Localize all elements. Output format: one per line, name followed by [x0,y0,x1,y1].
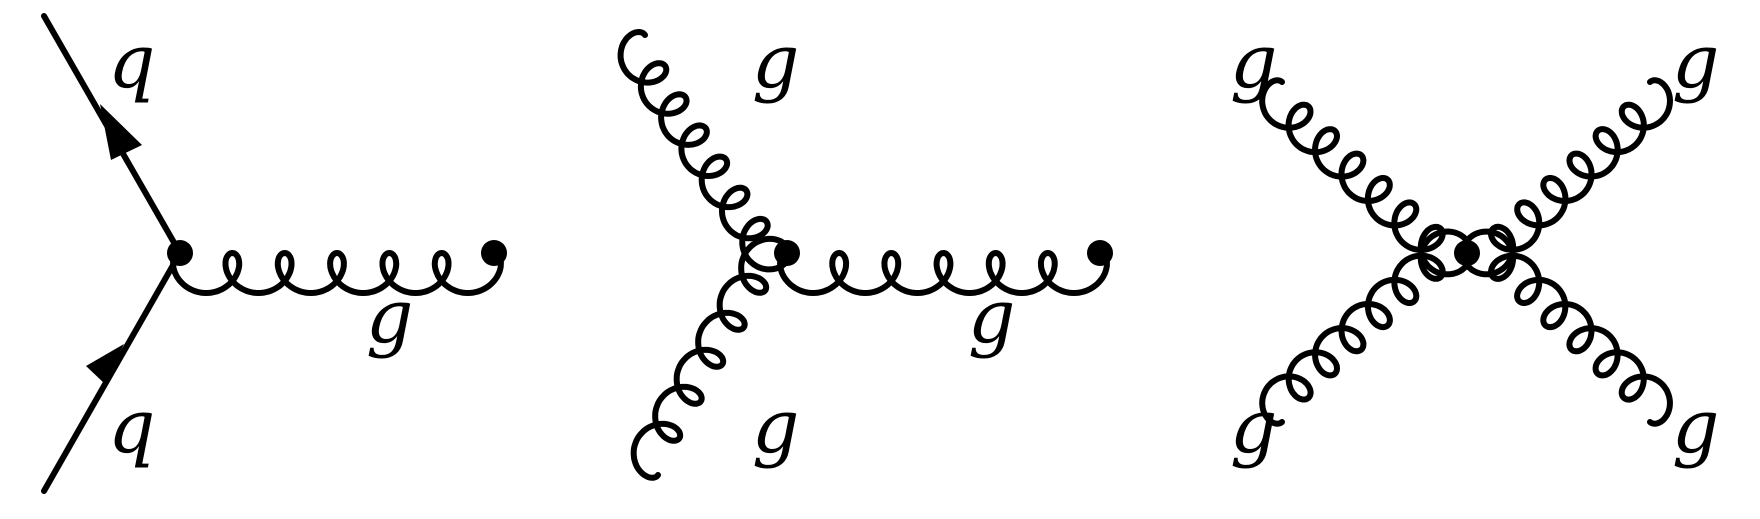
label-gluon-top-right: g [1672,19,1719,105]
label-gluon-top: g [752,19,799,105]
label-gluon: g [366,274,413,360]
gluon-line-upper-left [1259,77,1473,278]
vertex-dot [1454,240,1480,266]
vertex-dot [774,240,800,266]
gluon-line [170,250,504,296]
quark-gluon-vertex-diagram: q q g [41,13,507,494]
label-quark-bottom: q [108,384,155,470]
label-gluon-bottom-left: g [1230,384,1277,470]
endpoint-dot [1087,240,1113,266]
gluon-line-lower-left [630,235,791,481]
four-gluon-vertex-diagram: g g g g [1230,19,1719,470]
gluon-line-upper-left [617,29,791,273]
gluon-line-lower-right [1461,228,1673,427]
vertex-dot [167,240,193,266]
outgoing-quark-arrow [100,104,142,160]
label-quark-top: q [108,19,155,105]
endpoint-dot [481,240,507,266]
gluon-line-lower-left [1259,228,1473,427]
label-gluon-bottom: g [752,384,799,470]
label-gluon-top-left: g [1230,19,1277,105]
gluon-line-right [777,250,1110,296]
incoming-quark-line [41,250,183,494]
label-gluon-bottom-right: g [1672,384,1719,470]
incoming-quark-arrow [86,344,124,384]
gluon-line-upper-right [1461,77,1673,278]
label-gluon-right: g [968,274,1015,360]
three-gluon-vertex-diagram: g g g [617,19,1113,481]
